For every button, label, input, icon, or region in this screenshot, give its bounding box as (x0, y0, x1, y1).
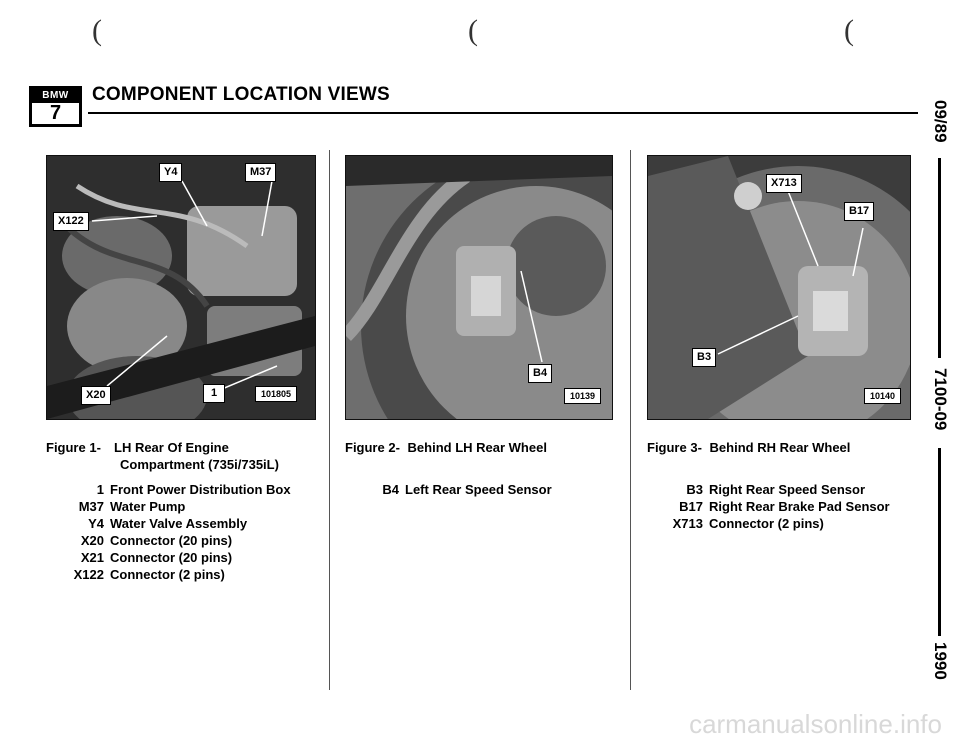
title-rule (88, 112, 918, 114)
caption-line: Compartment (735i/735iL) (120, 457, 279, 472)
legend-code: M37 (78, 499, 104, 514)
legend-row: M37 Water Pump (46, 498, 291, 515)
photo-number: 10139 (564, 388, 602, 404)
side-rule-2 (938, 448, 941, 636)
figure-1-caption: Figure 1- LH Rear Of Engine Compartment … (46, 439, 279, 473)
legend-row: B17 Right Rear Brake Pad Sensor (647, 498, 890, 515)
column-divider-2 (630, 150, 631, 690)
figure-label: Figure 2- (345, 440, 400, 455)
legend-desc: Water Valve Assembly (110, 516, 248, 531)
callout-b4: B4 (528, 364, 553, 383)
legend-row: X713 Connector (2 pins) (647, 515, 890, 532)
legend-desc: Connector (20 pins) (110, 533, 233, 548)
figure-3-photo: X713 B17 B3 10140 (647, 155, 911, 420)
legend-desc: Connector (2 pins) (709, 516, 824, 531)
lh-wheel-illustration (346, 156, 612, 419)
legend-code: X713 (672, 516, 703, 531)
column-divider-1 (329, 150, 330, 690)
legend-code: X20 (80, 533, 104, 548)
scan-mark-left: ( (92, 14, 102, 47)
figure-2-photo: B4 10139 (345, 155, 613, 420)
figure-3-legend: B3 Right Rear Speed Sensor B17 Right Rear … (647, 481, 890, 532)
legend-code: X122 (73, 567, 104, 582)
legend-row: X20 Connector (20 pins) (46, 532, 291, 549)
callout-y4: Y4 (159, 163, 183, 182)
caption-line: LH Rear Of Engine (114, 440, 229, 455)
logo-number: 7 (49, 102, 62, 124)
callout-1: 1 (203, 384, 226, 403)
page-title: COMPONENT LOCATION VIEWS (92, 84, 390, 105)
scan-mark-right: ( (844, 14, 854, 47)
legend-code: X21 (80, 550, 104, 565)
watermark: carmanualsonline.info (689, 709, 942, 739)
callout-x20: X20 (81, 386, 111, 405)
figure-label: Figure 3- (647, 440, 702, 455)
engine-illustration (47, 156, 315, 419)
legend-row: B3 Right Rear Speed Sensor (647, 481, 890, 498)
logo-brand: BMW (32, 89, 79, 103)
scan-mark-center: ( (468, 14, 478, 47)
callout-b17: B17 (844, 202, 875, 221)
legend-desc: Left Rear Speed Sensor (405, 482, 552, 497)
legend-desc: Water Pump (110, 499, 186, 514)
legend-desc: Connector (2 pins) (110, 567, 225, 582)
figure-2-caption: Figure 2- Behind LH Rear Wheel (345, 439, 547, 456)
legend-desc: Right Rear Speed Sensor (709, 482, 866, 497)
caption-line: Behind RH Rear Wheel (709, 440, 851, 455)
legend-code: B17 (679, 499, 703, 514)
callout-b3: B3 (692, 348, 717, 367)
side-rule-1 (938, 158, 941, 358)
legend-row: X122 Connector (2 pins) (46, 566, 291, 583)
figure-2-legend: B4 Left Rear Speed Sensor (345, 481, 552, 498)
legend-row: 1 Front Power Distribution Box (46, 481, 291, 498)
legend-desc: Front Power Distribution Box (110, 482, 291, 497)
legend-desc: Right Rear Brake Pad Sensor (709, 499, 890, 514)
caption-line: Behind LH Rear Wheel (407, 440, 547, 455)
figure-1-legend: 1 Front Power Distribution Box M37 Water P… (46, 481, 291, 583)
legend-code: 1 (96, 482, 104, 497)
figure-1-photo: Y4 M37 X122 X20 1 101805 (46, 155, 316, 420)
side-section: 7100-09 (931, 368, 950, 431)
photo-number: 10140 (864, 388, 902, 404)
legend-row: Y4 Water Valve Assembly (46, 515, 291, 532)
callout-x122: X122 (53, 212, 89, 231)
legend-row: X21 Connector (20 pins) (46, 549, 291, 566)
legend-code: B4 (382, 482, 399, 497)
legend-code: Y4 (88, 516, 104, 531)
side-date: 09/89 (931, 100, 950, 143)
legend-row: B4 Left Rear Speed Sensor (345, 481, 552, 498)
legend-desc: Connector (20 pins) (110, 550, 233, 565)
bmw-logo: BMW 7 (29, 86, 82, 127)
rh-wheel-illustration (648, 156, 910, 419)
photo-number: 101805 (255, 386, 298, 402)
callout-x713: X713 (766, 174, 802, 193)
figure-label: Figure 1- (46, 440, 101, 455)
legend-code: B3 (686, 482, 703, 497)
figure-3-caption: Figure 3- Behind RH Rear Wheel (647, 439, 850, 456)
side-year: 1990 (931, 642, 950, 680)
callout-m37: M37 (245, 163, 277, 182)
